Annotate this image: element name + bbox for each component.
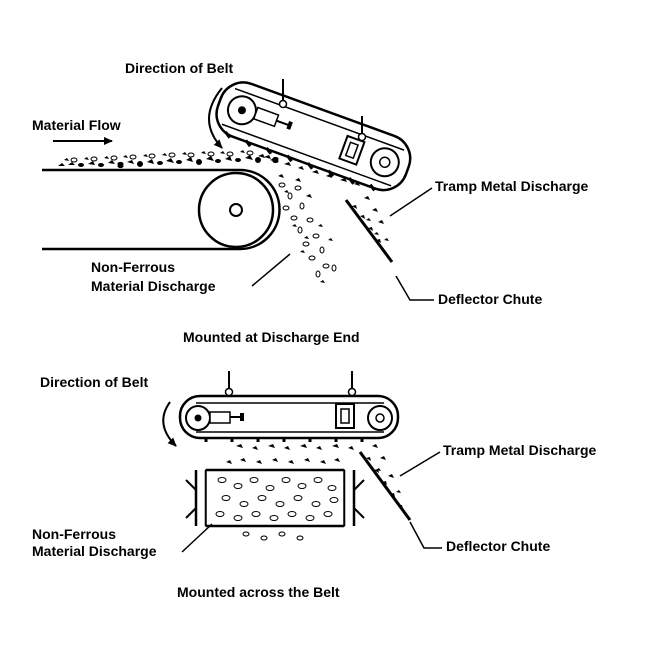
top-non-ferrous-label-line1: Non-Ferrous [91, 259, 175, 275]
magnet-assembly-bottom [178, 394, 400, 442]
top-caption: Mounted at Discharge End [183, 329, 360, 345]
captured-tramp-metal-bottom [236, 444, 354, 450]
material-top-dark [226, 458, 340, 464]
top-material-flow-label: Material Flow [32, 117, 121, 133]
magnet-assembly-top [215, 81, 412, 192]
top-take-up-adjuster [252, 106, 293, 130]
material-cross-section [215, 477, 339, 541]
bottom-non-ferrous-label-line1: Non-Ferrous [32, 526, 116, 542]
bottom-take-up-adjuster [209, 411, 244, 424]
top-leader-lines [251, 187, 434, 301]
top-non-ferrous-label-line2: Material Discharge [91, 278, 216, 294]
bottom-direction-arrow [162, 401, 177, 447]
top-hangers [278, 79, 367, 142]
top-tramp-metal-label: Tramp Metal Discharge [435, 178, 588, 194]
top-deflector-chute-label: Deflector Chute [438, 291, 542, 307]
top-direction-of-belt-label: Direction of Belt [125, 60, 233, 76]
bottom-caption: Mounted across the Belt [177, 584, 340, 600]
material-outline-pieces [70, 150, 254, 163]
bottom-drive-pulley-left [185, 405, 211, 431]
falling-non-ferrous-material [278, 182, 337, 278]
bottom-motor-box [335, 403, 355, 429]
top-drive-pulley-right [369, 147, 400, 178]
bottom-direction-of-belt-label: Direction of Belt [40, 374, 148, 390]
bottom-deflector-chute [358, 451, 412, 521]
top-diagram: Direction of Belt Material Flow Tramp Me… [32, 60, 588, 345]
bottom-deflector-chute-label: Deflector Chute [446, 538, 550, 554]
bottom-drive-pulley-right [367, 405, 393, 431]
top-motor-box [338, 134, 366, 166]
bottom-hangers [224, 371, 357, 397]
top-direction-arrow [208, 87, 223, 149]
bottom-non-ferrous-label-line2: Material Discharge [32, 543, 157, 559]
bottom-diagram: Direction of Belt Tramp Metal Discharge … [32, 371, 596, 600]
conveyor-belt [42, 168, 281, 251]
material-on-belt [58, 150, 279, 169]
bottom-tramp-metal-label: Tramp Metal Discharge [443, 442, 596, 458]
top-deflector-chute [344, 199, 394, 263]
head-pulley [197, 171, 275, 249]
tramp-metal-discharge-top [364, 196, 389, 241]
bottom-leader-lines [181, 451, 442, 553]
